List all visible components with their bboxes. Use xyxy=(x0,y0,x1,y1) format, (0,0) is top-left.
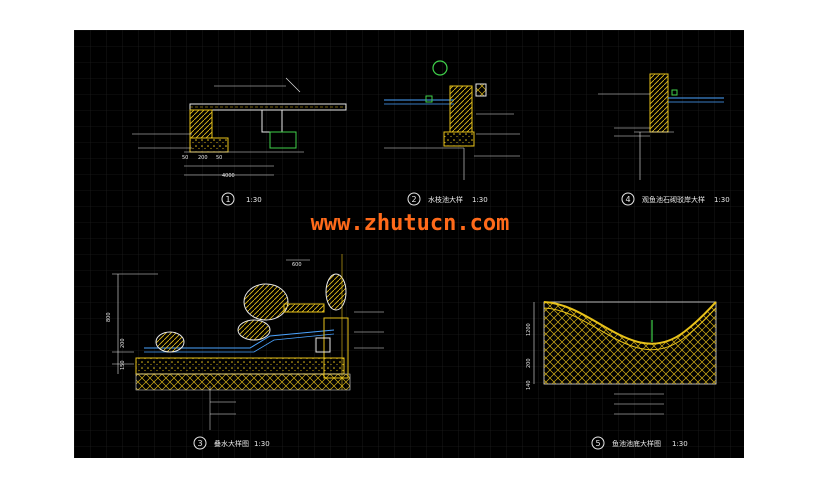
dim-label: 50 xyxy=(182,155,188,161)
cad-drawing-canvas: 50 200 50 4000 1 1:30 2 水枝池大样 1:30 xyxy=(74,30,744,458)
watermark-text: www.zhutucn.com xyxy=(311,211,510,236)
dim-label: 200 xyxy=(198,155,208,161)
detail-scale: 1:30 xyxy=(672,440,688,448)
dim-label: 200 xyxy=(526,358,532,368)
detail-title: 观鱼池石砌驳岸大样 xyxy=(642,195,705,204)
dim-label: 50 xyxy=(216,155,222,161)
detail-2-caption: 2 水枝池大样 1:30 xyxy=(407,192,488,206)
cad-drawing: 50 200 50 4000 1 1:30 2 水枝池大样 1:30 xyxy=(74,30,744,458)
detail-number: 1 xyxy=(225,195,230,204)
detail-number: 5 xyxy=(595,439,600,448)
detail-5-caption: 5 鱼池池底大样图 1:30 xyxy=(591,436,688,450)
detail-4-section xyxy=(598,73,724,180)
detail-3-caption: 3 叠水大样图 1:30 xyxy=(193,436,270,450)
detail-3-section: 800 200 150 600 xyxy=(106,254,384,430)
dim-label: 1200 xyxy=(526,323,532,336)
detail-title: 叠水大样图 xyxy=(214,439,249,448)
detail-title: 水枝池大样 xyxy=(428,195,463,204)
detail-1-deck-section: 50 200 50 4000 xyxy=(132,77,347,179)
detail-scale: 1:30 xyxy=(254,440,270,448)
dim-label: 140 xyxy=(526,380,532,390)
detail-scale: 1:30 xyxy=(472,196,488,204)
detail-scale: 1:30 xyxy=(246,196,262,204)
detail-1-caption: 1 1:30 xyxy=(221,192,262,206)
detail-5-section: 1200 200 140 xyxy=(526,301,717,415)
dim-label: 150 xyxy=(120,360,126,370)
dim-label: 800 xyxy=(106,312,112,322)
detail-2-section xyxy=(384,60,520,180)
detail-number: 3 xyxy=(197,439,202,448)
dim-label: 600 xyxy=(292,262,302,268)
detail-4-caption: 4 观鱼池石砌驳岸大样 1:30 xyxy=(621,192,730,206)
detail-scale: 1:30 xyxy=(714,196,730,204)
dim-label: 4000 xyxy=(222,173,235,179)
detail-title: 鱼池池底大样图 xyxy=(612,439,661,448)
dim-label: 200 xyxy=(120,338,126,348)
detail-number: 4 xyxy=(625,195,630,204)
detail-number: 2 xyxy=(411,195,416,204)
